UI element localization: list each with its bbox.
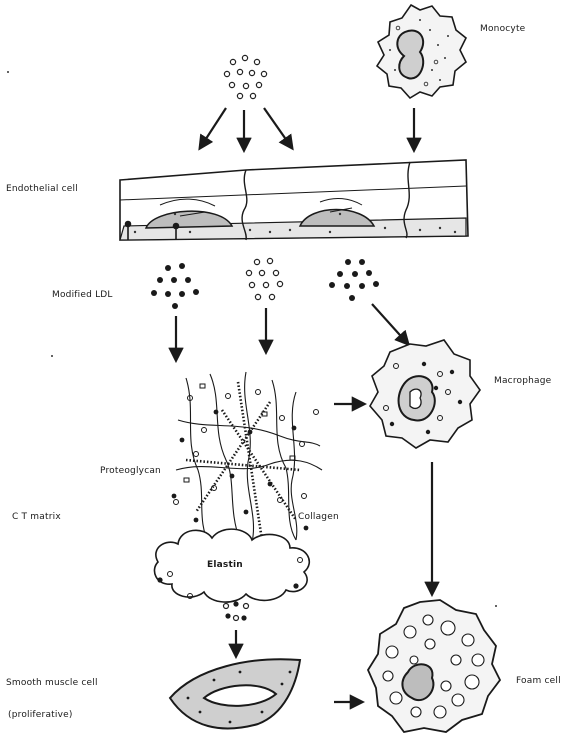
foam-cell-label: Foam cell: [516, 676, 561, 686]
ldl-particles-top: [224, 55, 266, 98]
ct-matrix-label: C T matrix: [12, 512, 61, 522]
macrophage-label: Macrophage: [494, 376, 551, 386]
monocyte-cell: [377, 5, 466, 98]
modified-ldl-cluster-right: [329, 259, 379, 301]
ldl-cluster-middle: [246, 258, 282, 299]
proteoglycan-label: Proteoglycan: [100, 466, 161, 476]
modified-ldl-label: Modified LDL: [52, 290, 113, 300]
smooth-muscle-cell-label: Smooth muscle cell: [6, 678, 98, 688]
foam-cell: [368, 600, 500, 732]
top-arrows: [200, 108, 414, 150]
modified-ldl-cluster-left: [151, 263, 199, 309]
middle-arrows: [176, 304, 408, 360]
elastin-label: Elastin: [207, 560, 243, 570]
ldl-cluster-bottom: [224, 601, 249, 620]
stray-marks: [7, 71, 497, 607]
endothelial-layer: [120, 160, 468, 240]
endothelial-cell-label: Endothelial cell: [6, 184, 78, 194]
macrophage-cell: [370, 340, 480, 448]
monocyte-label: Monocyte: [480, 24, 525, 34]
proliferative-label: (proliferative): [8, 710, 73, 720]
collagen-label: Collagen: [298, 512, 339, 522]
smooth-muscle-cell: [170, 659, 300, 728]
